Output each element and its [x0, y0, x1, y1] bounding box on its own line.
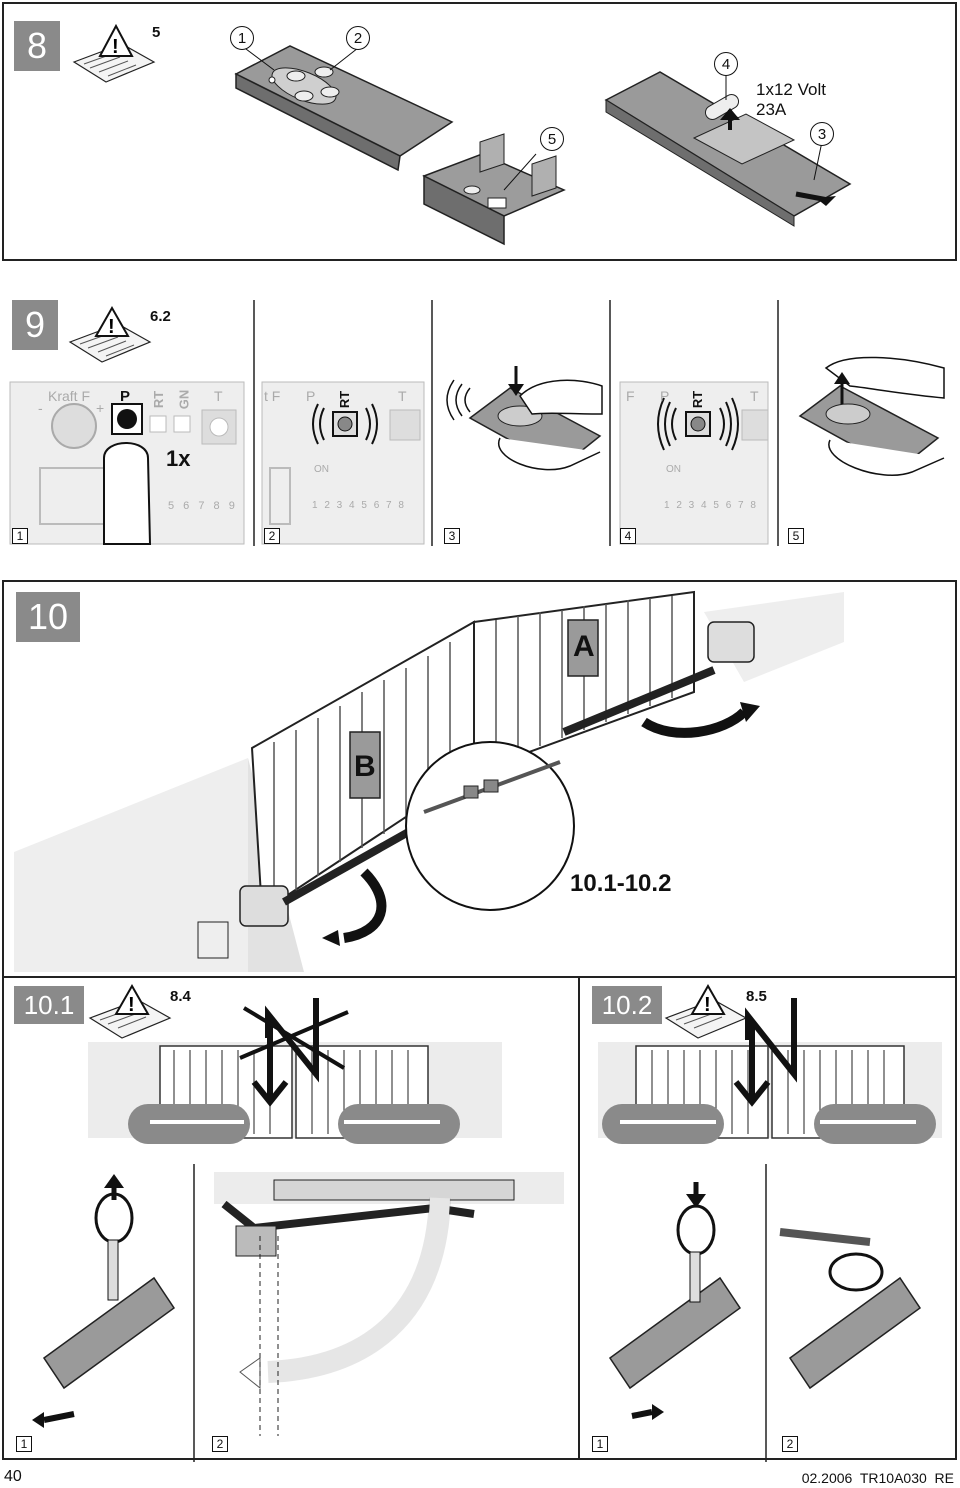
- board-label-kraft: Kraft F: [48, 388, 91, 404]
- section-10-2-panel: 10.2 !: [578, 976, 957, 1462]
- section-10-2-illustration: !: [598, 983, 942, 1462]
- section-10-1-badge: 10.1: [14, 986, 84, 1024]
- page-number: 40: [4, 1468, 22, 1485]
- board-label-t-4: T: [750, 388, 759, 404]
- board-label-t-2: T: [398, 388, 407, 404]
- step-4: 4: [620, 528, 636, 544]
- step-10-2-2: 2: [782, 1436, 798, 1452]
- dip-numbers-2: 1 2 3 4 5 6 7 8: [312, 500, 406, 511]
- step-2: 2: [264, 528, 280, 544]
- board-label-p-4: P: [660, 388, 670, 404]
- svg-text:!: !: [704, 994, 711, 1016]
- section-10-badge: 10: [16, 592, 80, 642]
- wall-holder-drawing: [422, 133, 566, 246]
- dip-numbers-4: 1 2 3 4 5 6 7 8: [664, 500, 758, 511]
- callout-2: 2: [346, 26, 370, 50]
- step-5: 5: [788, 528, 804, 544]
- section-10-1-panel: 10.1 !: [2, 976, 580, 1462]
- board-label-f-4: F: [626, 388, 635, 404]
- section-10-2-badge: 10.2: [592, 986, 662, 1024]
- leaf-b-label: B: [354, 750, 376, 783]
- battery-line-1: 1x12 Volt: [756, 80, 826, 99]
- section-9-ref: 6.2: [150, 308, 171, 325]
- step-3: 3: [444, 528, 460, 544]
- callout-1: 1: [230, 26, 254, 50]
- board-label-tf: t F: [264, 388, 281, 404]
- board-label-on-2: ON: [314, 464, 329, 475]
- manual-warning-icon: !: [88, 983, 172, 1039]
- section-9-illustration: !: [9, 300, 945, 546]
- callout-4: 4: [714, 52, 738, 76]
- board-label-minus: -: [38, 400, 43, 416]
- svg-text:!: !: [128, 994, 135, 1016]
- board-label-rt-4: RT: [690, 390, 706, 409]
- section-9: 9 !: [0, 288, 960, 548]
- manual-warning-icon: !: [664, 983, 748, 1039]
- leaf-a-label: A: [573, 630, 595, 663]
- board-label-t: T: [214, 388, 223, 404]
- board-label-p-2: P: [306, 388, 316, 404]
- step-10-1-1: 1: [16, 1436, 32, 1452]
- battery-line-2: 23A: [756, 100, 787, 119]
- section-10-2-ref: 8.5: [746, 988, 767, 1005]
- svg-text:!: !: [108, 316, 115, 338]
- section-8-badge: 8: [14, 21, 60, 71]
- dip-numbers-1: 5 6 7 8 9: [168, 500, 238, 512]
- board-label-gn: GN: [176, 389, 192, 410]
- board-label-rt: RT: [151, 390, 167, 409]
- step-10-2-1: 1: [592, 1436, 608, 1452]
- section-10-1-illustration: !: [32, 983, 564, 1462]
- board-label-on-4: ON: [666, 464, 681, 475]
- section-8-illustration: !: [72, 23, 852, 246]
- step-10-1-2: 2: [212, 1436, 228, 1452]
- zoom-ref: 10.1-10.2: [570, 870, 672, 897]
- step-1: 1: [12, 528, 28, 544]
- svg-text:!: !: [112, 36, 119, 58]
- manual-warning-icon: !: [68, 305, 152, 363]
- section-10-1-ref: 8.4: [170, 988, 191, 1005]
- board-label-rt-2: RT: [337, 390, 353, 409]
- callout-5: 5: [540, 127, 564, 151]
- section-10-panel: 10: [2, 580, 957, 978]
- board-label-plus: +: [96, 400, 105, 416]
- open-remote-drawing: [604, 71, 852, 227]
- section-9-badge: 9: [12, 300, 58, 350]
- remote-control-drawing: [234, 45, 454, 172]
- section-8-panel: 8 !: [2, 2, 957, 261]
- document-code: 02.2006 TR10A030 RE: [801, 1470, 954, 1486]
- press-count: 1x: [166, 446, 191, 471]
- board-label-p: P: [120, 388, 131, 405]
- gate-illustration: [14, 590, 844, 972]
- section-8-ref: 5: [152, 24, 161, 41]
- callout-3: 3: [810, 122, 834, 146]
- manual-warning-icon: !: [72, 23, 156, 83]
